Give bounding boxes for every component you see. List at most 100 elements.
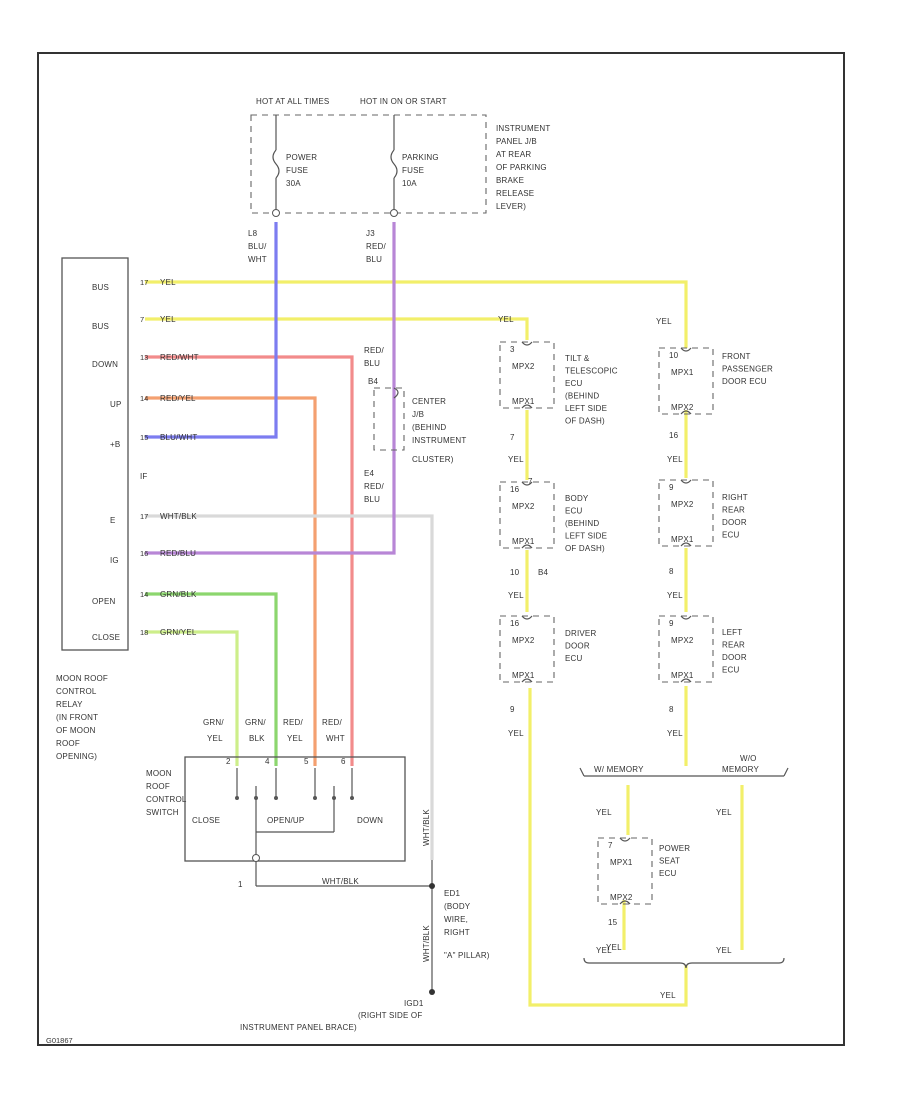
ecu-label-line: DOOR [722,653,747,662]
switch-pin-labels: 2 4 5 6 [226,757,346,766]
center-jb-line: INSTRUMENT [412,436,466,445]
power-fuse-symbol [272,115,280,217]
ecu-label-line: DOOR ECU [722,377,767,386]
ecu-connector-top [521,615,533,620]
ecu-mpx-bottom: MPX1 [671,535,694,544]
ecu-mpx-top: MPX2 [671,500,694,509]
ecu-connector-top [619,837,631,842]
relay-wire-color: GRN/BLK [160,590,197,599]
ecu-connector-bottom [680,542,692,547]
wire-label-line: RED/ [366,242,386,251]
relay-wire-color: BLU/WHT [160,433,197,442]
wire-yel-bus1 [145,280,688,348]
ecu-label-line: OF DASH) [565,417,605,426]
relay-label-line: OPENING) [56,752,97,761]
relay-pin-number: 18 [140,628,148,637]
relay-wire-color: YEL [160,315,176,324]
relay-pin-number: 14 [140,590,148,599]
ecu-box [597,837,653,905]
switch-label-line: SWITCH [146,808,179,817]
wire-label-line: RED/ [364,346,384,355]
ecu-mpx-bottom: MPX2 [610,893,633,902]
switch-wire-color: GRN/ [203,718,224,727]
relay-pin-label: E [110,516,116,525]
switch-position-down: DOWN [357,816,383,825]
relay-pin-number: 14 [140,394,148,403]
relay-pin-label: OPEN [92,597,115,606]
ecu-box [658,347,714,415]
ground-label-line: RIGHT [444,928,470,937]
ecu-label-line: DRIVER [565,629,596,638]
wire-label-line: RED/ [364,482,384,491]
ecu-label-line: LEFT SIDE [565,404,607,413]
wire-label-line: WHT [248,255,267,264]
jb-label-line: PANEL J/B [496,137,537,146]
relay-wire-color: WHT/BLK [160,512,197,521]
wire-label-line: E4 [364,469,375,478]
relay-pin-label: BUS [92,322,109,331]
ecu-label-line: LEFT SIDE [565,532,607,541]
yel-wire-label: YEL [656,317,672,326]
switch-wire-color: YEL [207,734,223,743]
ecu-wire-yel: YEL [606,943,622,952]
switch-wire-color: GRN/ [245,718,266,727]
without-memory-label: W/O [740,754,757,763]
ecu-connector-bottom [680,678,692,683]
ecu-label-line: ECU [565,654,583,663]
ground-label-line: ED1 [444,889,461,898]
ecu-pin-top: 7 [608,841,613,850]
ecu-box [658,479,714,547]
relay-pin-label: BUS [92,283,109,292]
ecu-label-line: (BEHIND [565,392,599,401]
ecu-box [658,615,714,683]
ecu-pin-bottom: 15 [608,918,618,927]
fuse-hot-labels: HOT AT ALL TIMES HOT IN ON OR START [256,97,447,106]
ecu-wire-yel: YEL [667,591,683,600]
ecu-label-line: LEFT [722,628,742,637]
switch-position-close: CLOSE [192,816,220,825]
ecu-wire-yel: YEL [667,729,683,738]
switch-ground-pin: 1 [238,880,243,889]
relay-label-line: (IN FRONT [56,713,98,722]
jb-label-line: RELEASE [496,189,534,198]
red-blu-wire-label-mid: RED/ BLU B4 [364,346,384,386]
ecu-pin-bottom: 8 [669,567,674,576]
ecu-pin-top: 16 [510,619,520,628]
switch-pin: 6 [341,757,346,766]
ecu-label-line: ECU [565,507,583,516]
hot-in-on-label: HOT IN ON OR START [360,97,447,106]
ecu-mpx-bottom: MPX1 [512,537,535,546]
ecu-box [499,341,555,409]
yel-wire-label: YEL [716,946,732,955]
ecu-mpx-bottom: MPX1 [512,671,535,680]
ground-label-line: (BODY [444,902,471,911]
ecu-label-line: ECU [722,531,740,540]
relay-pin-label: IG [110,556,119,565]
ecu-label-line: TILT & [565,354,590,363]
relay-pin-label: CLOSE [92,633,120,642]
wire-mpx-driver-seat [528,688,688,1007]
wire-red-wht [145,355,354,766]
ground-label-line: INSTRUMENT PANEL BRACE) [240,1023,357,1032]
relay-wire-color: YEL [160,278,176,287]
ecu-label-line: PASSENGER [722,365,773,374]
ecu-connector-top [680,479,692,484]
center-jb-label: CENTER J/B (BEHIND INSTRUMENT CLUSTER) [412,397,466,464]
ecu-label-line: (BEHIND [565,519,599,528]
switch-wire-color: BLK [249,734,265,743]
ecu-mpx-top: MPX2 [512,362,535,371]
moon-roof-relay-box [61,257,129,651]
yel-wire-label: YEL [498,315,514,324]
switch-wire-color: YEL [287,734,303,743]
center-jb-line: (BEHIND [412,423,446,432]
jb-label-line: LEVER) [496,202,526,211]
fuse-label-line: FUSE [402,166,424,175]
ecu-pin-bottom: 10 [510,568,520,577]
center-jb-line: J/B [412,410,424,419]
ecu-mpx-top: MPX1 [671,368,694,377]
center-jb-line: CENTER [412,397,446,406]
ecu-wire-yel: YEL [667,455,683,464]
wire-wht-blk [145,514,434,860]
